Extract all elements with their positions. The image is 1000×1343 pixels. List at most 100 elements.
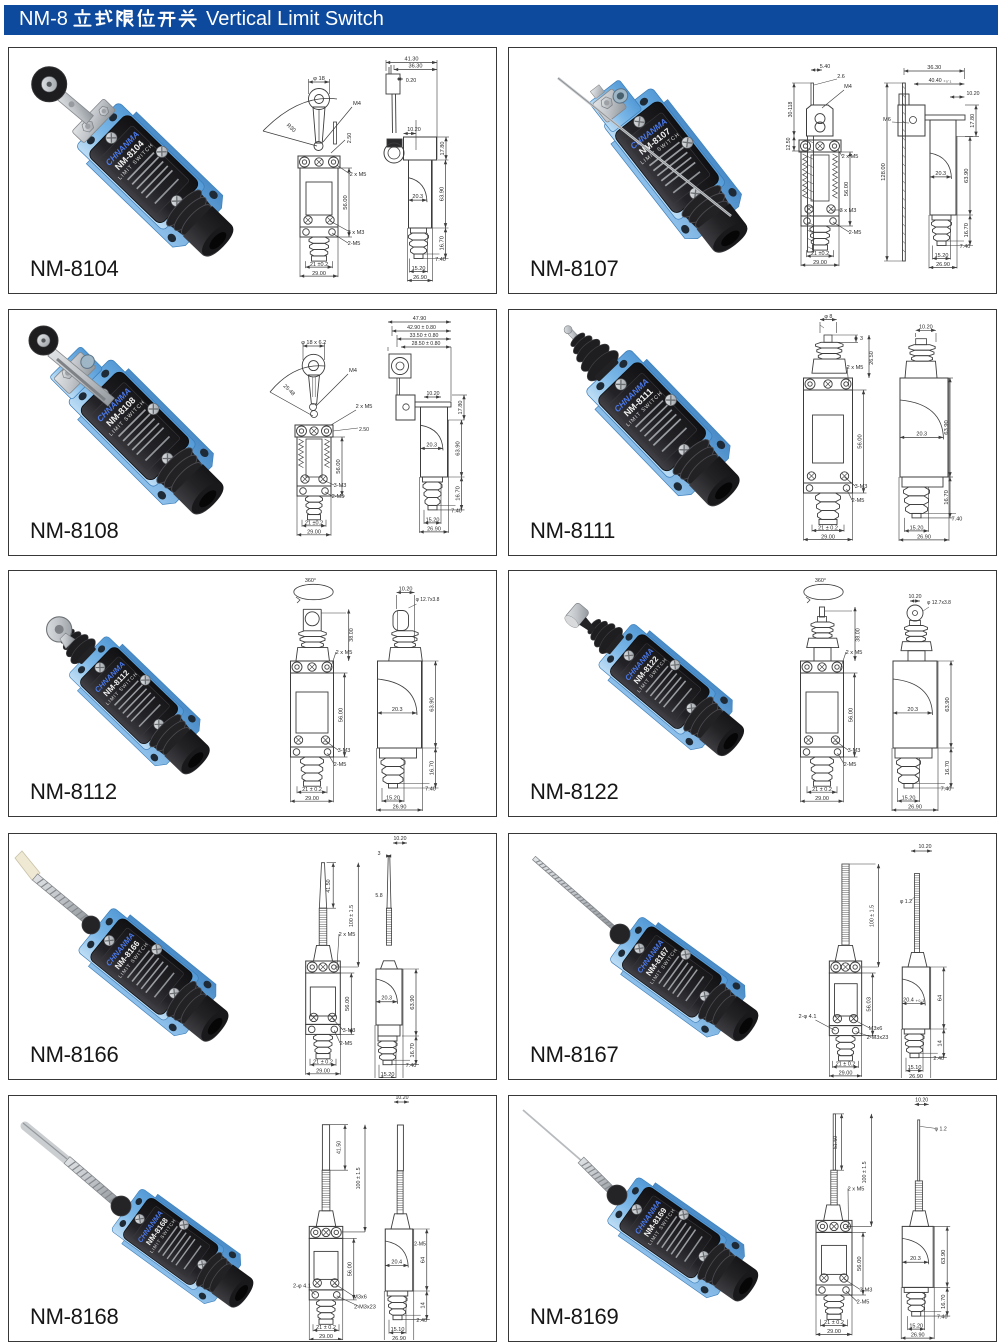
svg-text:2-M3x23: 2-M3x23 <box>867 1035 889 1041</box>
svg-text:φ 12.7x3.8: φ 12.7x3.8 <box>927 600 951 606</box>
svg-text:2-M5: 2-M5 <box>849 230 862 236</box>
svg-text:56.00: 56.00 <box>857 1256 863 1271</box>
svg-text:26.90: 26.90 <box>413 275 427 281</box>
svg-text:56.00: 56.00 <box>338 708 344 723</box>
svg-text:3-M3: 3-M3 <box>338 748 351 754</box>
svg-text:20.3: 20.3 <box>935 171 946 177</box>
svg-text:15.20: 15.20 <box>381 1072 395 1078</box>
svg-text:20.4: 20.4 <box>391 1259 402 1265</box>
svg-text:5.8: 5.8 <box>375 893 382 899</box>
svg-text:15.20: 15.20 <box>909 1324 923 1330</box>
svg-text:21 ±0.2: 21 ±0.2 <box>310 262 328 268</box>
svg-text:3-M3: 3-M3 <box>343 1028 356 1034</box>
svg-text:10.20: 10.20 <box>919 844 932 850</box>
svg-text:21 ± 0.2: 21 ± 0.2 <box>818 525 838 531</box>
svg-text:2.40: 2.40 <box>416 1318 427 1324</box>
svg-text:21 ± 0.2: 21 ± 0.2 <box>316 1325 336 1331</box>
svg-text:15.20: 15.20 <box>935 253 949 259</box>
svg-text:63.90: 63.90 <box>439 187 445 202</box>
svg-text:7.40: 7.40 <box>941 787 952 793</box>
svg-text:29.00: 29.00 <box>827 1329 841 1335</box>
svg-text:R30: R30 <box>285 123 297 134</box>
svg-text:14: 14 <box>938 1039 944 1046</box>
svg-text:38.00: 38.00 <box>349 628 355 642</box>
svg-text:16.70: 16.70 <box>945 761 951 776</box>
svg-text:360°: 360° <box>815 578 826 584</box>
svg-text:2-M5: 2-M5 <box>332 494 345 500</box>
svg-text:3 x M3: 3 x M3 <box>348 230 365 236</box>
svg-text:7.40: 7.40 <box>960 244 971 250</box>
svg-text:2-φ 4.1: 2-φ 4.1 <box>293 1283 311 1289</box>
svg-text:7.40: 7.40 <box>406 1063 417 1069</box>
svg-text:26.90: 26.90 <box>911 1333 925 1339</box>
svg-text:M4: M4 <box>844 84 852 90</box>
svg-text:2.40: 2.40 <box>933 1056 944 1062</box>
svg-text:20.3: 20.3 <box>392 707 403 713</box>
svg-text:15.10: 15.10 <box>391 1327 405 1333</box>
svg-text:10.20: 10.20 <box>427 391 440 397</box>
svg-text:M4: M4 <box>349 368 358 374</box>
svg-text:3-M3: 3-M3 <box>334 483 347 489</box>
svg-text:100 ± 1.5: 100 ± 1.5 <box>356 1167 362 1189</box>
svg-text:42.90 ± 0.80: 42.90 ± 0.80 <box>407 325 436 331</box>
svg-text:21 ± 0.2: 21 ± 0.2 <box>302 787 322 793</box>
svg-text:29.00: 29.00 <box>813 260 827 266</box>
svg-text:16.70: 16.70 <box>964 223 970 238</box>
svg-text:29.00: 29.00 <box>305 796 319 802</box>
svg-text:26.90: 26.90 <box>908 805 922 811</box>
svg-text:16.70: 16.70 <box>410 1043 416 1058</box>
svg-text:φ 8: φ 8 <box>824 314 832 320</box>
svg-text:63.90: 63.90 <box>964 168 970 183</box>
svg-text:100 ± 1.5: 100 ± 1.5 <box>870 905 876 927</box>
svg-text:56.00: 56.00 <box>345 996 351 1011</box>
svg-text:29.00: 29.00 <box>821 534 835 540</box>
svg-text:20.3: 20.3 <box>916 431 927 437</box>
svg-text:56.00: 56.00 <box>857 434 863 449</box>
svg-text:56.00: 56.00 <box>348 1262 354 1277</box>
svg-text:28.50 ± 0.80: 28.50 ± 0.80 <box>412 341 441 347</box>
svg-text:5.40: 5.40 <box>820 64 831 70</box>
svg-text:16.70: 16.70 <box>455 486 461 501</box>
svg-text:128.00: 128.00 <box>881 163 887 181</box>
svg-text:15.20: 15.20 <box>902 796 916 802</box>
svg-text:29.00: 29.00 <box>312 271 326 277</box>
svg-text:29.00: 29.00 <box>307 530 321 536</box>
svg-text:2-M5: 2-M5 <box>852 498 865 504</box>
svg-text:63.90: 63.90 <box>945 697 951 712</box>
svg-text:21 ±0.2: 21 ±0.2 <box>305 521 323 527</box>
svg-text:φ 1.2: φ 1.2 <box>900 899 912 905</box>
svg-text:38.00: 38.00 <box>856 628 862 642</box>
svg-text:2-M5: 2-M5 <box>340 1041 353 1047</box>
svg-text:33.50 ± 0.80: 33.50 ± 0.80 <box>410 333 439 339</box>
svg-text:7.40: 7.40 <box>425 787 436 793</box>
svg-text:15.20: 15.20 <box>910 525 924 531</box>
svg-text:3-M3: 3-M3 <box>855 484 868 490</box>
svg-text:56.00: 56.00 <box>844 182 850 197</box>
svg-text:47.90: 47.90 <box>413 316 427 322</box>
svg-text:21 ± 0.2: 21 ± 0.2 <box>313 1060 333 1066</box>
svg-text:7.40: 7.40 <box>937 1315 948 1321</box>
svg-text:41.50: 41.50 <box>337 1141 343 1154</box>
svg-text:10.20: 10.20 <box>967 91 980 97</box>
svg-text:26.90: 26.90 <box>936 262 950 268</box>
svg-text:2-M5: 2-M5 <box>414 1242 426 1248</box>
svg-text:2 x M5: 2 x M5 <box>336 650 353 656</box>
svg-text:51.50: 51.50 <box>833 1136 839 1149</box>
svg-text:2.50: 2.50 <box>347 133 353 144</box>
svg-text:17.80: 17.80 <box>440 142 446 156</box>
svg-text:63.90: 63.90 <box>944 420 950 435</box>
svg-text:2.50: 2.50 <box>359 427 369 433</box>
svg-text:21 ±0.2: 21 ±0.2 <box>811 251 829 257</box>
svg-text:3: 3 <box>378 851 381 857</box>
svg-text:16.70: 16.70 <box>941 1294 947 1309</box>
svg-text:2-M5: 2-M5 <box>348 241 361 247</box>
svg-text:29.00: 29.00 <box>319 1334 333 1340</box>
svg-text:12.50: 12.50 <box>786 137 792 150</box>
svg-text:36.30: 36.30 <box>409 64 423 70</box>
svg-text:14: 14 <box>421 1301 427 1308</box>
svg-text:10.20: 10.20 <box>919 325 933 331</box>
svg-text:2 x M5: 2 x M5 <box>848 1186 865 1192</box>
svg-text:2-M5: 2-M5 <box>334 762 347 768</box>
svg-text:φ 18: φ 18 <box>313 76 325 82</box>
svg-text:10.20: 10.20 <box>407 127 421 133</box>
